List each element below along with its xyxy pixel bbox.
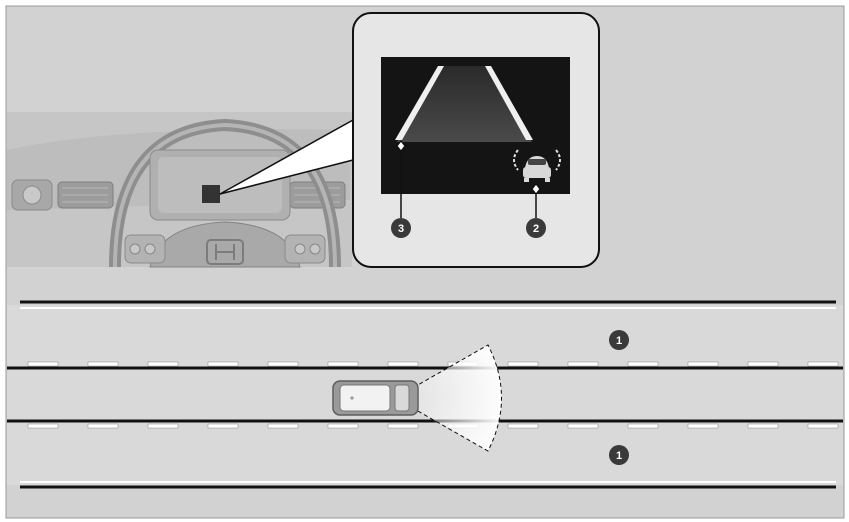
svg-text:3: 3 [398, 223, 404, 235]
callout-1-upper: 1 [609, 330, 629, 350]
display-zoom-panel: 3 2 [353, 13, 599, 267]
svg-text:2: 2 [533, 223, 539, 235]
dashboard-illustration [7, 112, 352, 267]
callout-3: 3 [391, 218, 411, 238]
car-top-view-icon [333, 381, 418, 415]
display-indicator-square [202, 185, 220, 203]
road-diagram: 1 1 [7, 302, 843, 487]
svg-text:1: 1 [616, 450, 622, 462]
callout-1-lower: 1 [609, 445, 629, 465]
callout-2: 2 [526, 218, 546, 238]
svg-text:1: 1 [616, 335, 622, 347]
